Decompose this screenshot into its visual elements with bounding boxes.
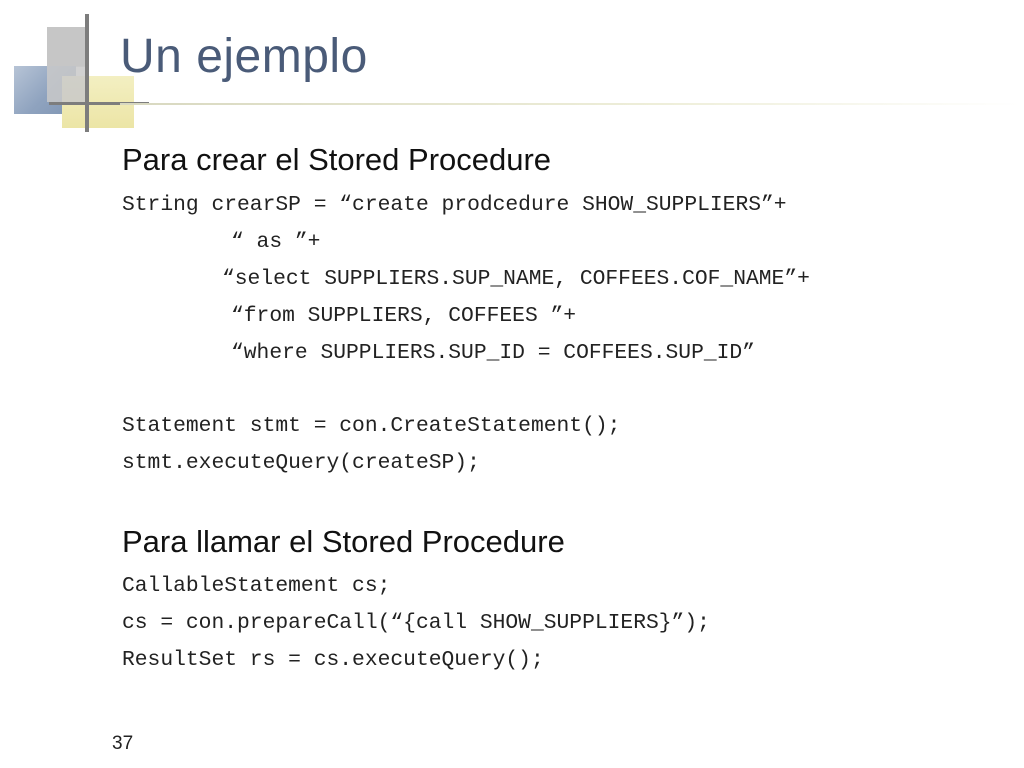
code-line: “from SUPPLIERS, COFFEES ”+	[231, 304, 577, 328]
section-heading-create: Para crear el Stored Procedure	[122, 142, 552, 177]
title-underline	[120, 103, 1020, 105]
code-line: Statement stmt = con.CreateStatement();	[122, 414, 621, 438]
code-line: “select SUPPLIERS.SUP_NAME, COFFEES.COF_…	[222, 267, 810, 291]
slide-title: Un ejemplo	[120, 30, 368, 83]
decor-horizontal-line	[49, 102, 149, 105]
decor-gray-square	[47, 27, 87, 67]
code-line: cs = con.prepareCall(“{call SHOW_SUPPLIE…	[122, 611, 710, 635]
code-line: “ as ”+	[231, 230, 321, 254]
code-line: “where SUPPLIERS.SUP_ID = COFFEES.SUP_ID…	[231, 341, 755, 365]
code-line: CallableStatement cs;	[122, 574, 391, 598]
section-heading-call: Para llamar el Stored Procedure	[122, 524, 565, 559]
decor-vertical-line	[85, 14, 89, 132]
code-line: String crearSP = “create prodcedure SHOW…	[122, 193, 787, 217]
page-number: 37	[112, 733, 134, 754]
code-line: stmt.executeQuery(createSP);	[122, 451, 480, 475]
code-line: ResultSet rs = cs.executeQuery();	[122, 648, 544, 672]
decor-gray-square-lower	[47, 66, 87, 102]
